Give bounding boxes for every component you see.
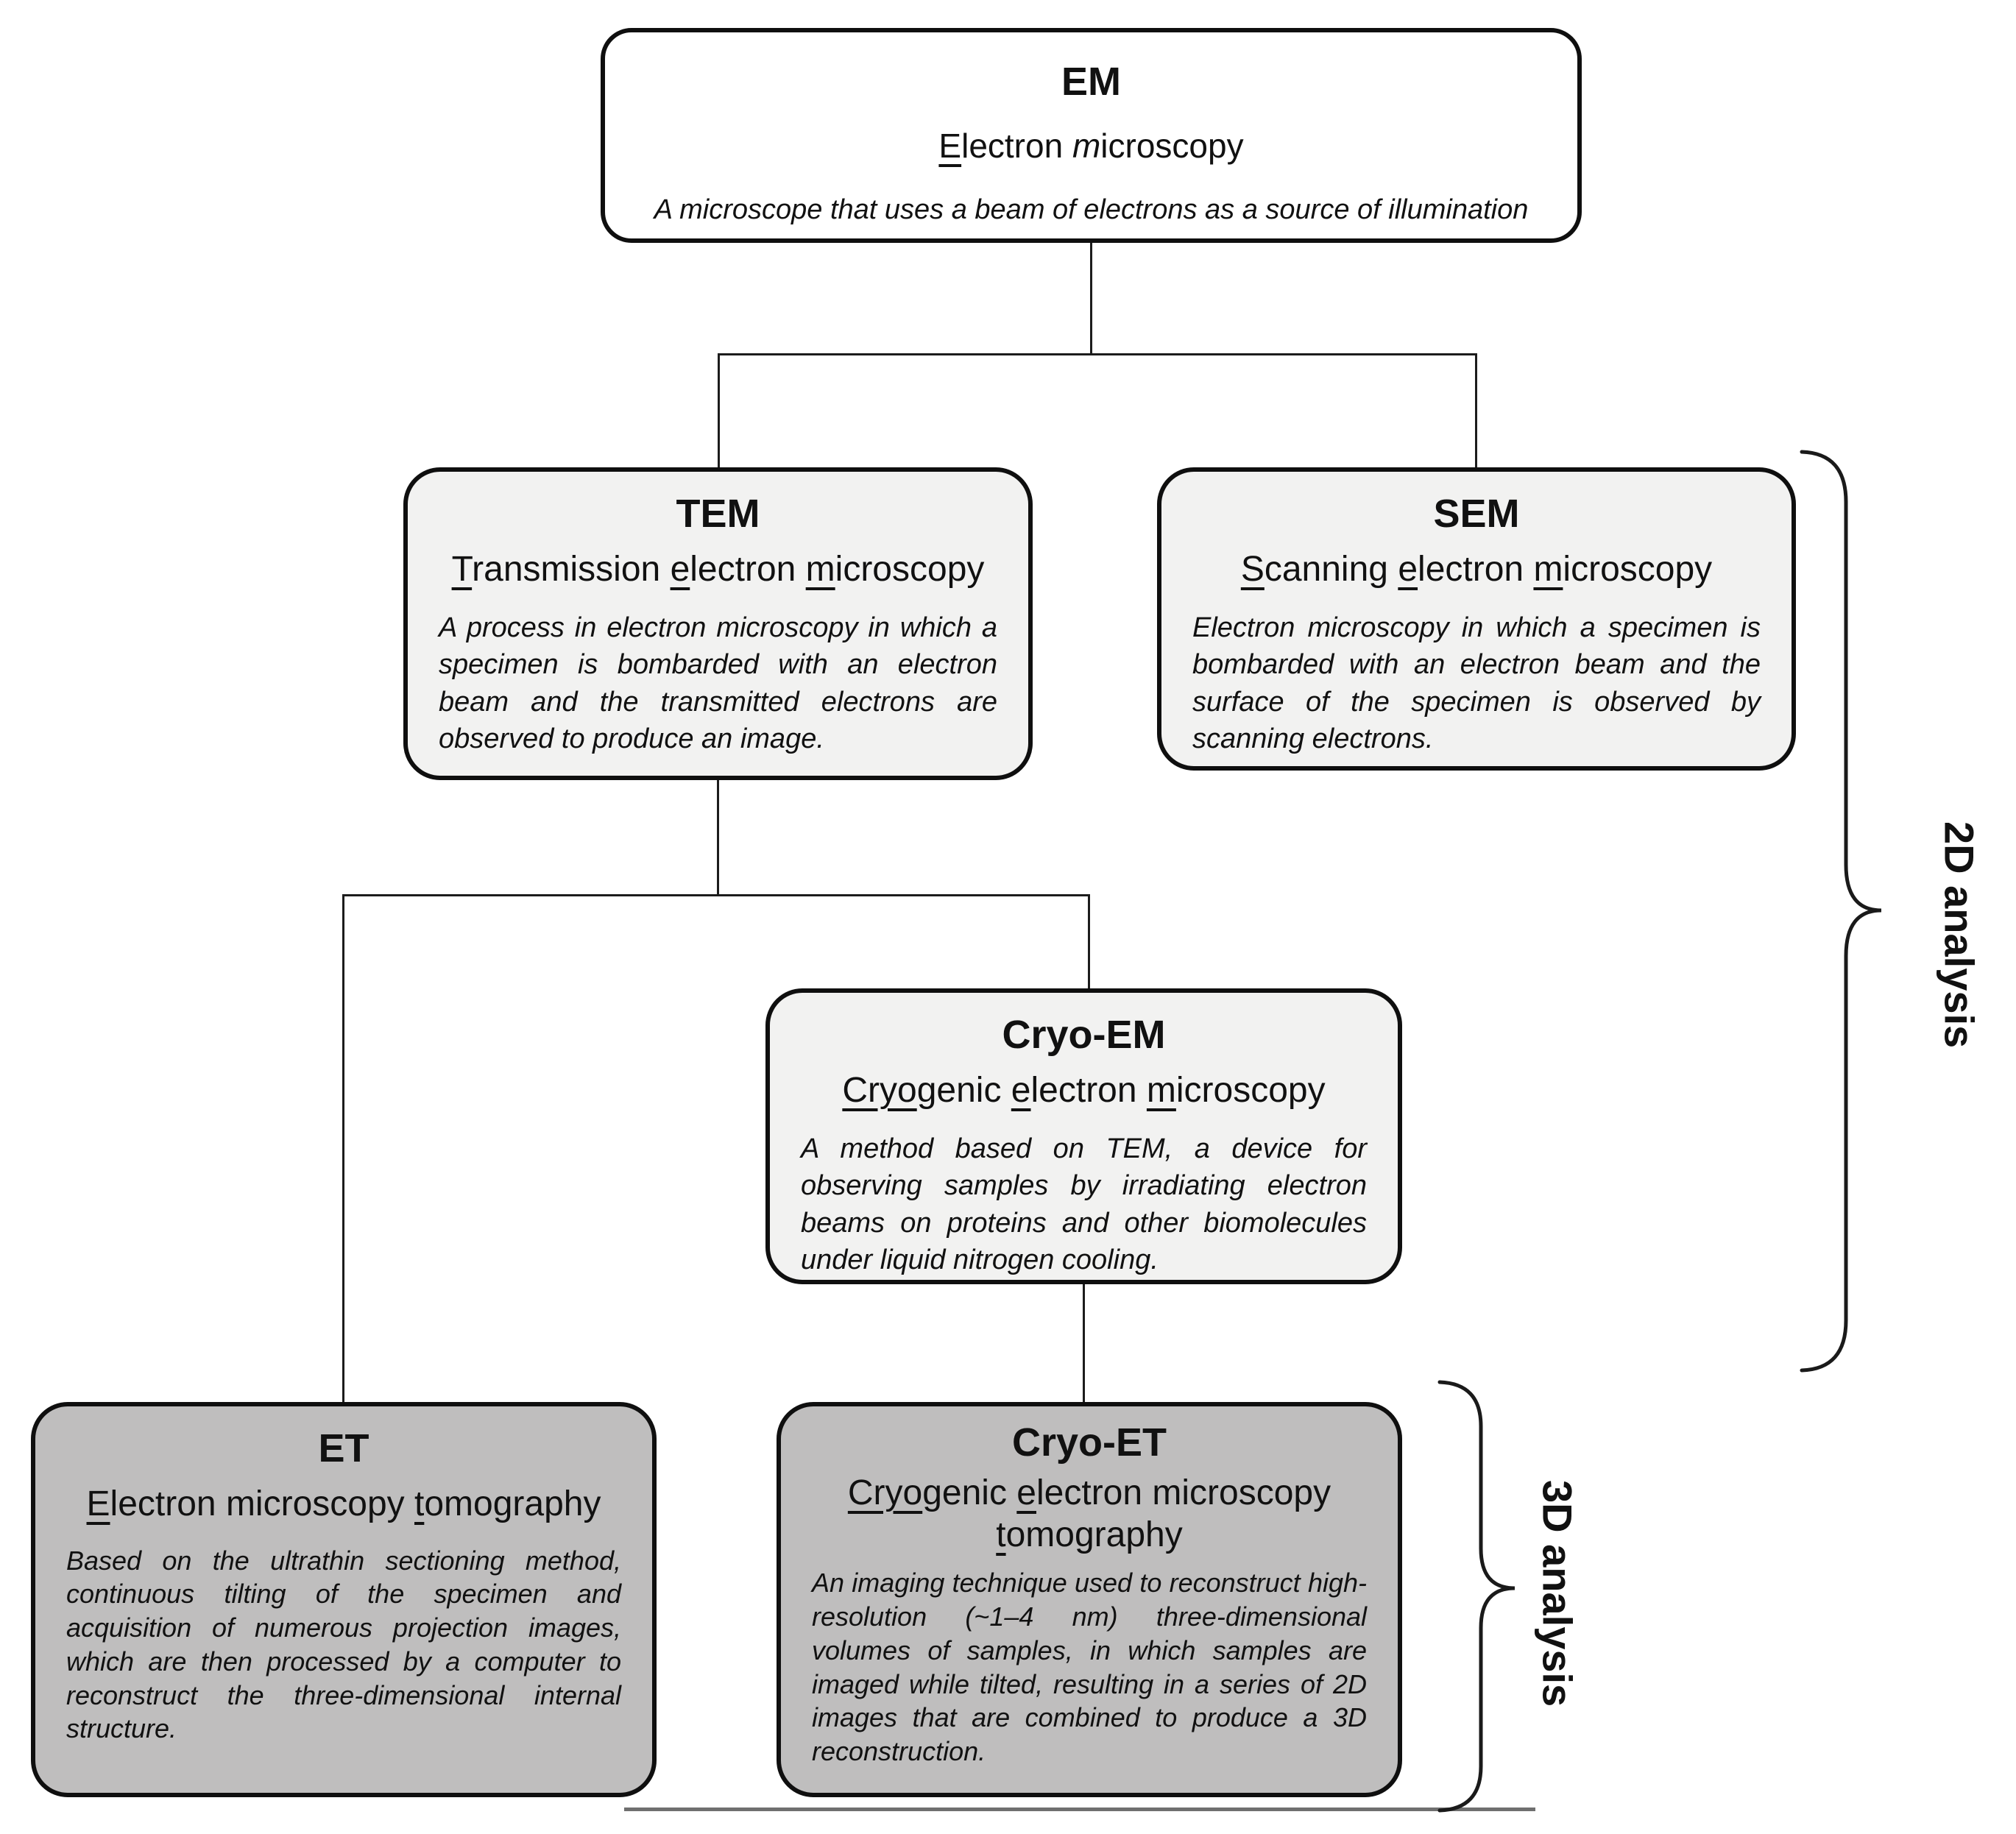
subtitle-segment: T (451, 550, 473, 590)
node-sem-description: Electron microscopy in which a specimen … (1192, 612, 1761, 755)
node-et-subtitle: Electron microscopy tomography (66, 1483, 621, 1526)
subtitle-segment: omography (424, 1484, 601, 1524)
subtitle-segment: Cryo (842, 1071, 917, 1111)
connector-sem-up (1475, 353, 1477, 469)
connector-tem-down (717, 777, 719, 896)
connector-et-up (342, 894, 344, 1403)
subtitle-segment: t (996, 1515, 1006, 1554)
subtitle-segment: Cryo (847, 1473, 923, 1513)
node-et: ET Electron microscopy tomography Based … (31, 1402, 657, 1797)
subtitle-segment: m (1072, 127, 1101, 166)
node-cryoet-subtitle: Cryogenic electron microscopy tomography (812, 1473, 1367, 1556)
subtitle-segment: lectron microscopy (1036, 1473, 1331, 1513)
connector-level2-horizontal (342, 894, 1090, 896)
node-tem-subtitle: Transmission electron microscopy (439, 548, 997, 592)
subtitle-segment: m (1533, 550, 1563, 590)
brace-3d-analysis (1437, 1380, 1515, 1813)
connector-cryoet-up (1083, 1281, 1085, 1403)
subtitle-segment: lectron (690, 550, 806, 590)
node-em-subtitle: Electron microscopy (636, 125, 1546, 166)
subtitle-segment: m (805, 550, 835, 590)
node-cryoet-title: Cryo-ET (1011, 1420, 1167, 1465)
node-em-title: EM (1061, 60, 1121, 104)
node-cryoem: Cryo-EM Cryogenic electron microscopy A … (765, 988, 1402, 1284)
subtitle-segment: lectron (1418, 550, 1534, 590)
subtitle-segment: icroscopy (1100, 127, 1244, 166)
bottom-rule (624, 1808, 1535, 1811)
node-et-title: ET (318, 1426, 369, 1470)
subtitle-segment: E (86, 1484, 110, 1524)
subtitle-segment: icroscopy (1563, 550, 1713, 590)
subtitle-segment: genic (922, 1473, 1017, 1513)
node-sem-title: SEM (1433, 492, 1520, 536)
subtitle-segment: e (670, 550, 690, 590)
subtitle-segment: t (414, 1484, 425, 1524)
node-sem: SEM Scanning electron microscopy Electro… (1157, 467, 1796, 771)
node-tem: TEM Transmission electron microscopy A p… (403, 467, 1033, 780)
subtitle-segment: omography (1005, 1515, 1183, 1554)
connector-level1-horizontal (718, 353, 1477, 355)
subtitle-segment: lectron microscopy (110, 1484, 414, 1524)
subtitle-segment: E (938, 127, 962, 166)
label-2d-analysis: 2D analysis (1936, 821, 1983, 1049)
connector-tem-up (718, 353, 720, 469)
node-tem-description: A process in electron microscopy in whic… (439, 612, 997, 755)
node-sem-subtitle: Scanning electron microscopy (1192, 548, 1761, 592)
subtitle-segment: icroscopy (835, 550, 985, 590)
node-cryoem-title: Cryo-EM (1002, 1013, 1166, 1057)
subtitle-segment: e (1398, 550, 1418, 590)
node-tem-title: TEM (676, 492, 760, 536)
subtitle-segment: ransmission (472, 550, 671, 590)
connector-cryoem-up (1088, 894, 1090, 991)
node-et-description: Based on the ultrathin sectioning method… (66, 1545, 621, 1744)
subtitle-segment: S (1240, 550, 1265, 590)
subtitle-segment: genic (916, 1071, 1011, 1111)
label-3d-analysis: 3D analysis (1534, 1479, 1581, 1707)
subtitle-segment: icroscopy (1175, 1071, 1326, 1111)
subtitle-segment: lectron (961, 127, 1072, 166)
subtitle-segment: m (1146, 1071, 1176, 1111)
node-em-description: A microscope that uses a beam of electro… (654, 194, 1529, 226)
subtitle-segment: canning (1264, 550, 1398, 590)
node-em: EM Electron microscopy A microscope that… (601, 28, 1582, 243)
subtitle-segment: e (1011, 1071, 1031, 1111)
node-cryoem-subtitle: Cryogenic electron microscopy (801, 1069, 1367, 1113)
node-cryoet: Cryo-ET Cryogenic electron microscopy to… (777, 1402, 1402, 1797)
subtitle-segment: e (1016, 1473, 1036, 1513)
connector-em-down (1090, 243, 1092, 355)
node-cryoet-description: An imaging technique used to reconstruct… (812, 1568, 1367, 1766)
node-cryoem-description: A method based on TEM, a device for obse… (801, 1133, 1367, 1276)
brace-2d-analysis (1800, 450, 1882, 1373)
subtitle-segment: lectron (1030, 1071, 1147, 1111)
